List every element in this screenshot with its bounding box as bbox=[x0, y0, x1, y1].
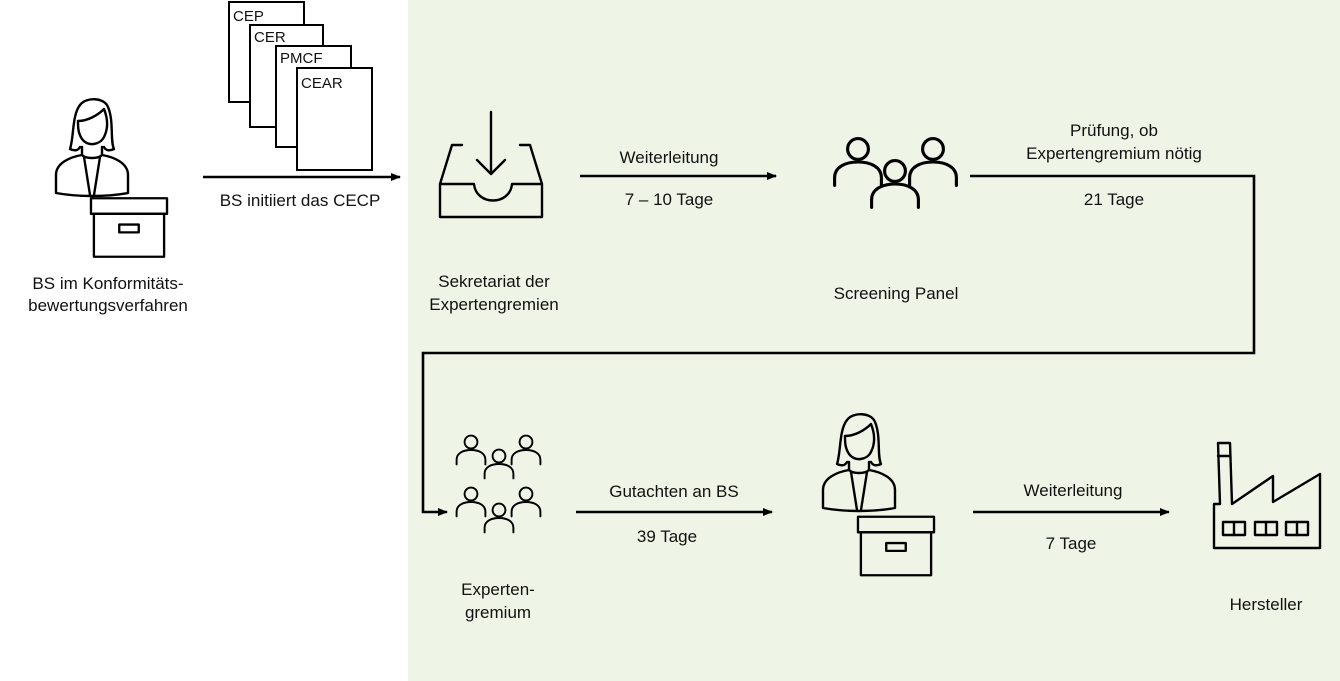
person-with-box-icon bbox=[54, 98, 169, 258]
secretariat-label-line2: Expertengremien bbox=[429, 295, 558, 314]
step-initiate-label: BS initiiert das CECP bbox=[220, 191, 381, 210]
step-opinion-label: Gutachten an BS bbox=[609, 482, 738, 501]
secretariat-label-line1: Sekretariat der bbox=[438, 272, 550, 291]
panel-label-line2: gremium bbox=[465, 603, 531, 622]
screening-label: Screening Panel bbox=[834, 284, 959, 303]
bs-label-line2: bewertungsverfahren bbox=[28, 296, 188, 315]
step-check-label-line1: Prüfung, ob bbox=[1070, 121, 1158, 140]
step-forward-2-label: Weiterleitung bbox=[1024, 481, 1123, 500]
step-check-label-line2: Expertengremium nötig bbox=[1026, 144, 1202, 163]
step-forward-2-duration: 7 Tage bbox=[1046, 534, 1097, 553]
panel-label-line1: Experten- bbox=[461, 580, 535, 599]
expert-panel-area bbox=[408, 0, 1340, 681]
factory-icon bbox=[1212, 441, 1322, 550]
svg-text:CER: CER bbox=[254, 29, 286, 46]
step-forward-1-duration: 7 – 10 Tage bbox=[625, 190, 714, 209]
document-stack: CEP CER PMCF CEAR bbox=[228, 1, 373, 171]
svg-text:CEP: CEP bbox=[233, 8, 264, 25]
step-forward-1-label: Weiterleitung bbox=[620, 148, 719, 167]
step-check-duration: 21 Tage bbox=[1084, 190, 1144, 209]
svg-text:CEAR: CEAR bbox=[301, 75, 343, 92]
arrow-check-connector bbox=[421, 174, 1256, 516]
inbox-icon bbox=[438, 110, 544, 219]
document-cear: CEAR bbox=[296, 67, 373, 171]
step-opinion-duration: 39 Tage bbox=[637, 527, 697, 546]
bs-label-line1: BS im Konformitäts- bbox=[32, 274, 183, 293]
manufacturer-label: Hersteller bbox=[1230, 595, 1303, 614]
svg-text:PMCF: PMCF bbox=[280, 50, 323, 67]
